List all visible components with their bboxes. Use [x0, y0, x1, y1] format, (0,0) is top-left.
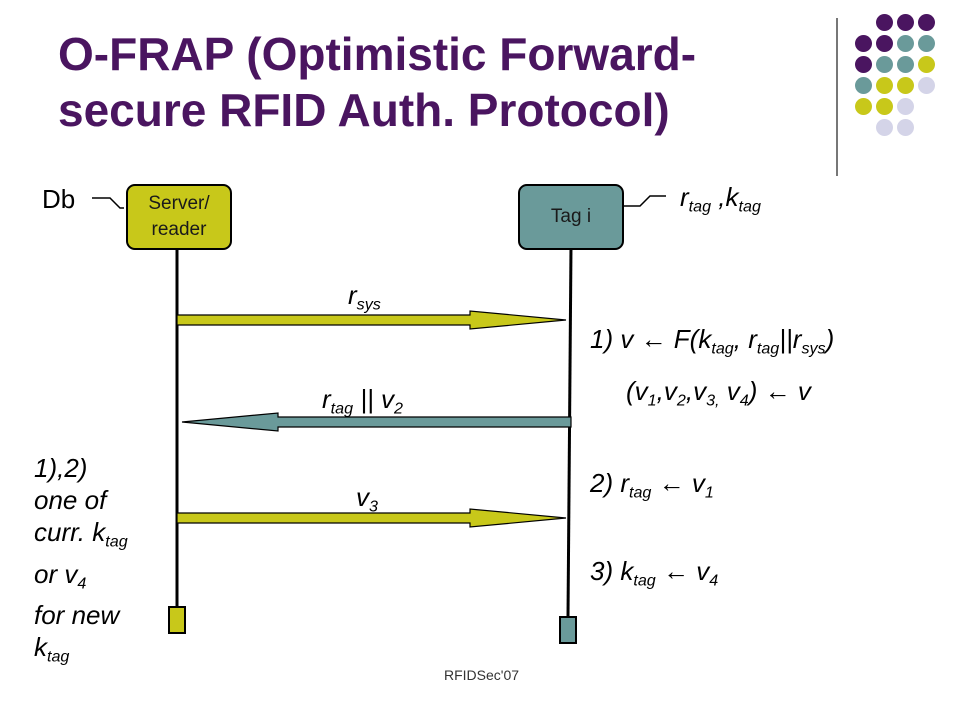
decorative-dot	[876, 14, 893, 31]
tag-lifeline	[566, 245, 573, 617]
db-connector	[92, 197, 124, 209]
server-label-2: reader	[151, 219, 207, 240]
decorative-dot	[876, 98, 893, 115]
note-line-4: or v4	[34, 558, 87, 593]
step-2-update-rtag: 2) rtag ← v1	[590, 468, 714, 502]
decorative-dot	[918, 56, 935, 73]
tag-label: Tag i	[550, 206, 592, 227]
decorative-dot	[855, 77, 872, 94]
tag-state-connector	[624, 195, 666, 207]
step-1-compute: 1) v ← F(ktag, rtag||rsys)	[590, 324, 835, 358]
slide-title: O-FRAP (Optimistic Forward-secure RFID A…	[58, 28, 697, 136]
decorative-dot	[876, 77, 893, 94]
decorative-dot	[855, 35, 872, 52]
note-line-2: one of	[34, 485, 107, 515]
tag-state-label: rtag ,ktag	[680, 182, 761, 216]
decorative-dot	[897, 14, 914, 31]
decorative-dot	[855, 56, 872, 73]
decorative-dot	[876, 56, 893, 73]
server-lifeline-end	[168, 606, 186, 634]
decorative-dot	[918, 14, 935, 31]
arrow-v3	[176, 508, 567, 528]
tag-lifeline-end	[559, 616, 577, 644]
note-line-3: curr. ktag	[34, 517, 128, 551]
decorative-dot	[897, 98, 914, 115]
msg-v3-label: v3	[356, 482, 378, 516]
title-divider	[836, 18, 838, 176]
decorative-dot	[876, 119, 893, 136]
decorative-dot	[897, 35, 914, 52]
db-label: Db	[42, 184, 76, 214]
server-label-1: Server/	[148, 193, 210, 214]
decorative-dot	[918, 77, 935, 94]
tag-box: Tag i	[518, 184, 624, 250]
decorative-dot	[897, 119, 914, 136]
decorative-dot	[897, 56, 914, 73]
step-1-split: (v1,v2,v3, v4) ← v	[626, 376, 811, 410]
decorative-dot	[897, 77, 914, 94]
msg-rtag-v2-label: rtag || v2	[322, 384, 404, 418]
msg-rsys-label: rsys	[348, 280, 381, 314]
decorative-dot	[855, 98, 872, 115]
server-reader-box: Server/ reader	[126, 184, 232, 250]
arrow-rtag-v2	[181, 412, 572, 432]
decorative-dot	[876, 35, 893, 52]
note-line-5: for new	[34, 600, 120, 631]
note-line-6: ktag	[34, 632, 70, 666]
footer-label: RFIDSec'07	[444, 667, 520, 683]
note-line-1: 1),2)	[34, 453, 88, 483]
arrow-rsys	[176, 310, 567, 330]
decorative-dot	[918, 35, 935, 52]
server-notes: 1),2) one of curr. ktag or v4 for new kt…	[34, 452, 174, 673]
step-3-update-ktag: 3) ktag ← v4	[590, 556, 719, 590]
